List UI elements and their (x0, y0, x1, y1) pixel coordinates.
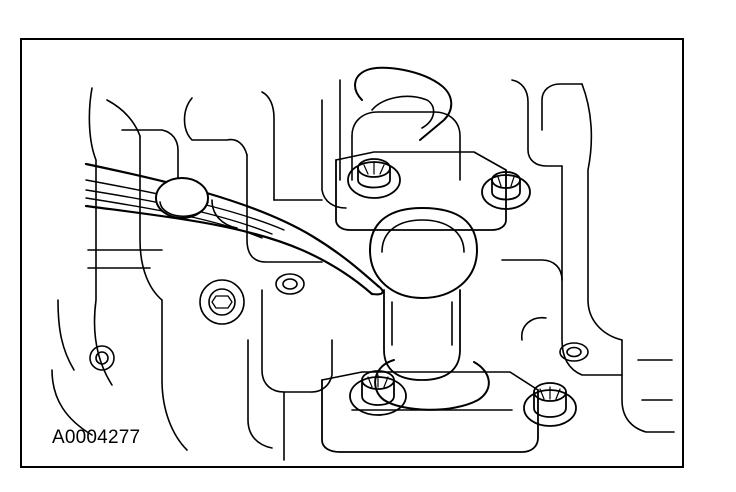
left-bosses (89, 273, 305, 371)
left-casting-outline (51, 87, 188, 451)
center-casting-outline (183, 79, 347, 461)
engine-cylinder-head-drawing (51, 66, 675, 461)
cap-bolts (347, 158, 577, 427)
figure-reference-code: A0004277 (52, 427, 141, 448)
tool (84, 162, 384, 296)
illustration-frame: A0004277 (20, 38, 684, 468)
camshaft-assembly (321, 66, 675, 453)
